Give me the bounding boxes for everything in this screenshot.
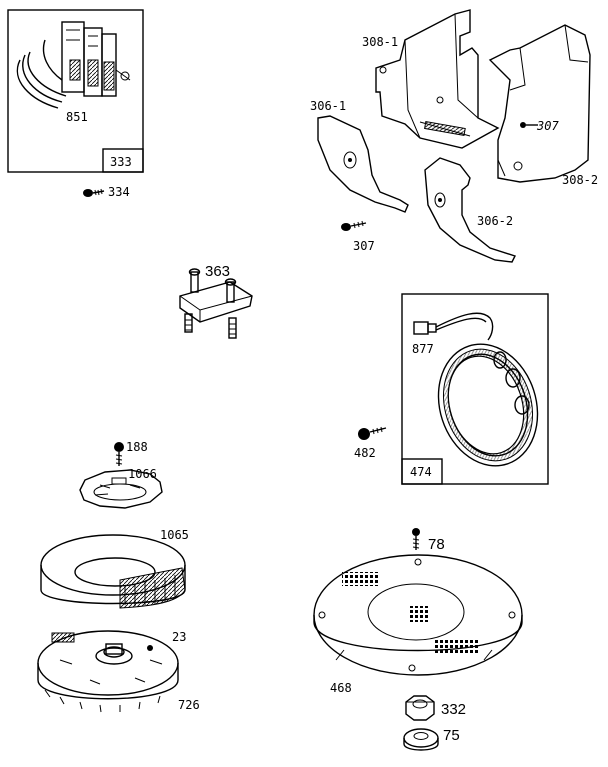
alternator-stator-ring xyxy=(437,343,539,467)
part-474-box: 877 474 xyxy=(401,293,549,485)
label-308-1: 308-1 xyxy=(362,35,398,49)
part-851-wire-harness xyxy=(16,21,131,109)
part-363-spacer xyxy=(179,268,253,339)
label-332: 332 xyxy=(441,701,466,718)
part-75-washer xyxy=(403,728,439,751)
label-468: 468 xyxy=(330,681,352,695)
part-307-screw-b xyxy=(341,220,367,231)
label-307-b: 307 xyxy=(353,239,375,253)
part-726-flywheel xyxy=(37,630,179,713)
part-334-screw xyxy=(83,188,105,197)
label-333: 333 xyxy=(110,155,132,169)
part-1066-screen xyxy=(79,469,163,509)
label-363: 363 xyxy=(205,263,230,280)
label-75: 75 xyxy=(443,727,460,744)
label-1066: 1066 xyxy=(128,467,157,481)
part-306-1-baffle xyxy=(317,115,409,213)
part-306-2-baffle xyxy=(424,157,516,263)
label-188: 188 xyxy=(126,440,148,454)
part-332-nut xyxy=(405,695,435,721)
label-308-2: 308-2 xyxy=(562,173,598,187)
part-188-screw xyxy=(114,442,124,466)
label-306-2: 306-2 xyxy=(477,214,513,228)
label-23: 23 xyxy=(172,630,186,644)
label-474: 474 xyxy=(410,465,432,479)
label-1065: 1065 xyxy=(160,528,189,542)
label-334: 334 xyxy=(108,185,130,199)
part-307-screw-a xyxy=(520,122,538,128)
part-1065-ring xyxy=(40,534,186,609)
label-306-1: 306-1 xyxy=(310,99,346,113)
part-78-screw xyxy=(412,528,420,550)
label-482: 482 xyxy=(354,446,376,460)
label-726: 726 xyxy=(178,698,200,712)
label-78: 78 xyxy=(428,536,445,553)
part-468-plate xyxy=(313,554,523,676)
part-308-1-shroud xyxy=(375,9,500,149)
label-851: 851 xyxy=(66,110,88,124)
part-308-2-shroud xyxy=(488,24,591,183)
label-877: 877 xyxy=(412,342,434,356)
part-877-wire-lead xyxy=(413,312,494,341)
label-307-a: 307 xyxy=(536,119,559,133)
part-333-box: 851 333 xyxy=(7,9,144,173)
part-482-screw xyxy=(358,426,387,440)
